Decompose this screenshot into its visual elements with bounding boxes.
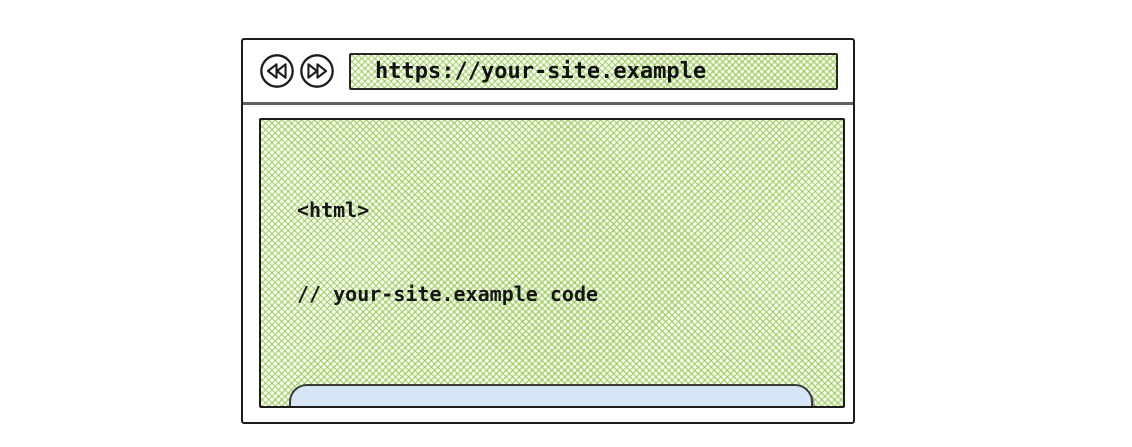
- url-bar[interactable]: https://your-site.example: [349, 52, 838, 90]
- html-tag-line: <html>: [297, 198, 370, 222]
- browser-window: https://your-site.example <html> // your…: [241, 38, 855, 424]
- nav-buttons: [258, 52, 336, 90]
- browser-toolbar: https://your-site.example: [243, 40, 853, 105]
- trusted-iframe-box: <iframe src="https://trusted-site.exampl…: [289, 384, 813, 406]
- page-content: <html> // your-site.example code <iframe…: [259, 118, 845, 408]
- site-code-comment-line: // your-site.example code: [297, 282, 599, 306]
- back-button[interactable]: [258, 52, 296, 90]
- browser-viewport: <html> // your-site.example code <iframe…: [243, 108, 853, 422]
- url-text: https://your-site.example: [375, 58, 707, 84]
- double-right-arrow-icon: [300, 54, 334, 88]
- page-source-code: <html> // your-site.example code: [297, 140, 843, 364]
- double-left-arrow-icon: [260, 54, 294, 88]
- forward-button[interactable]: [298, 52, 336, 90]
